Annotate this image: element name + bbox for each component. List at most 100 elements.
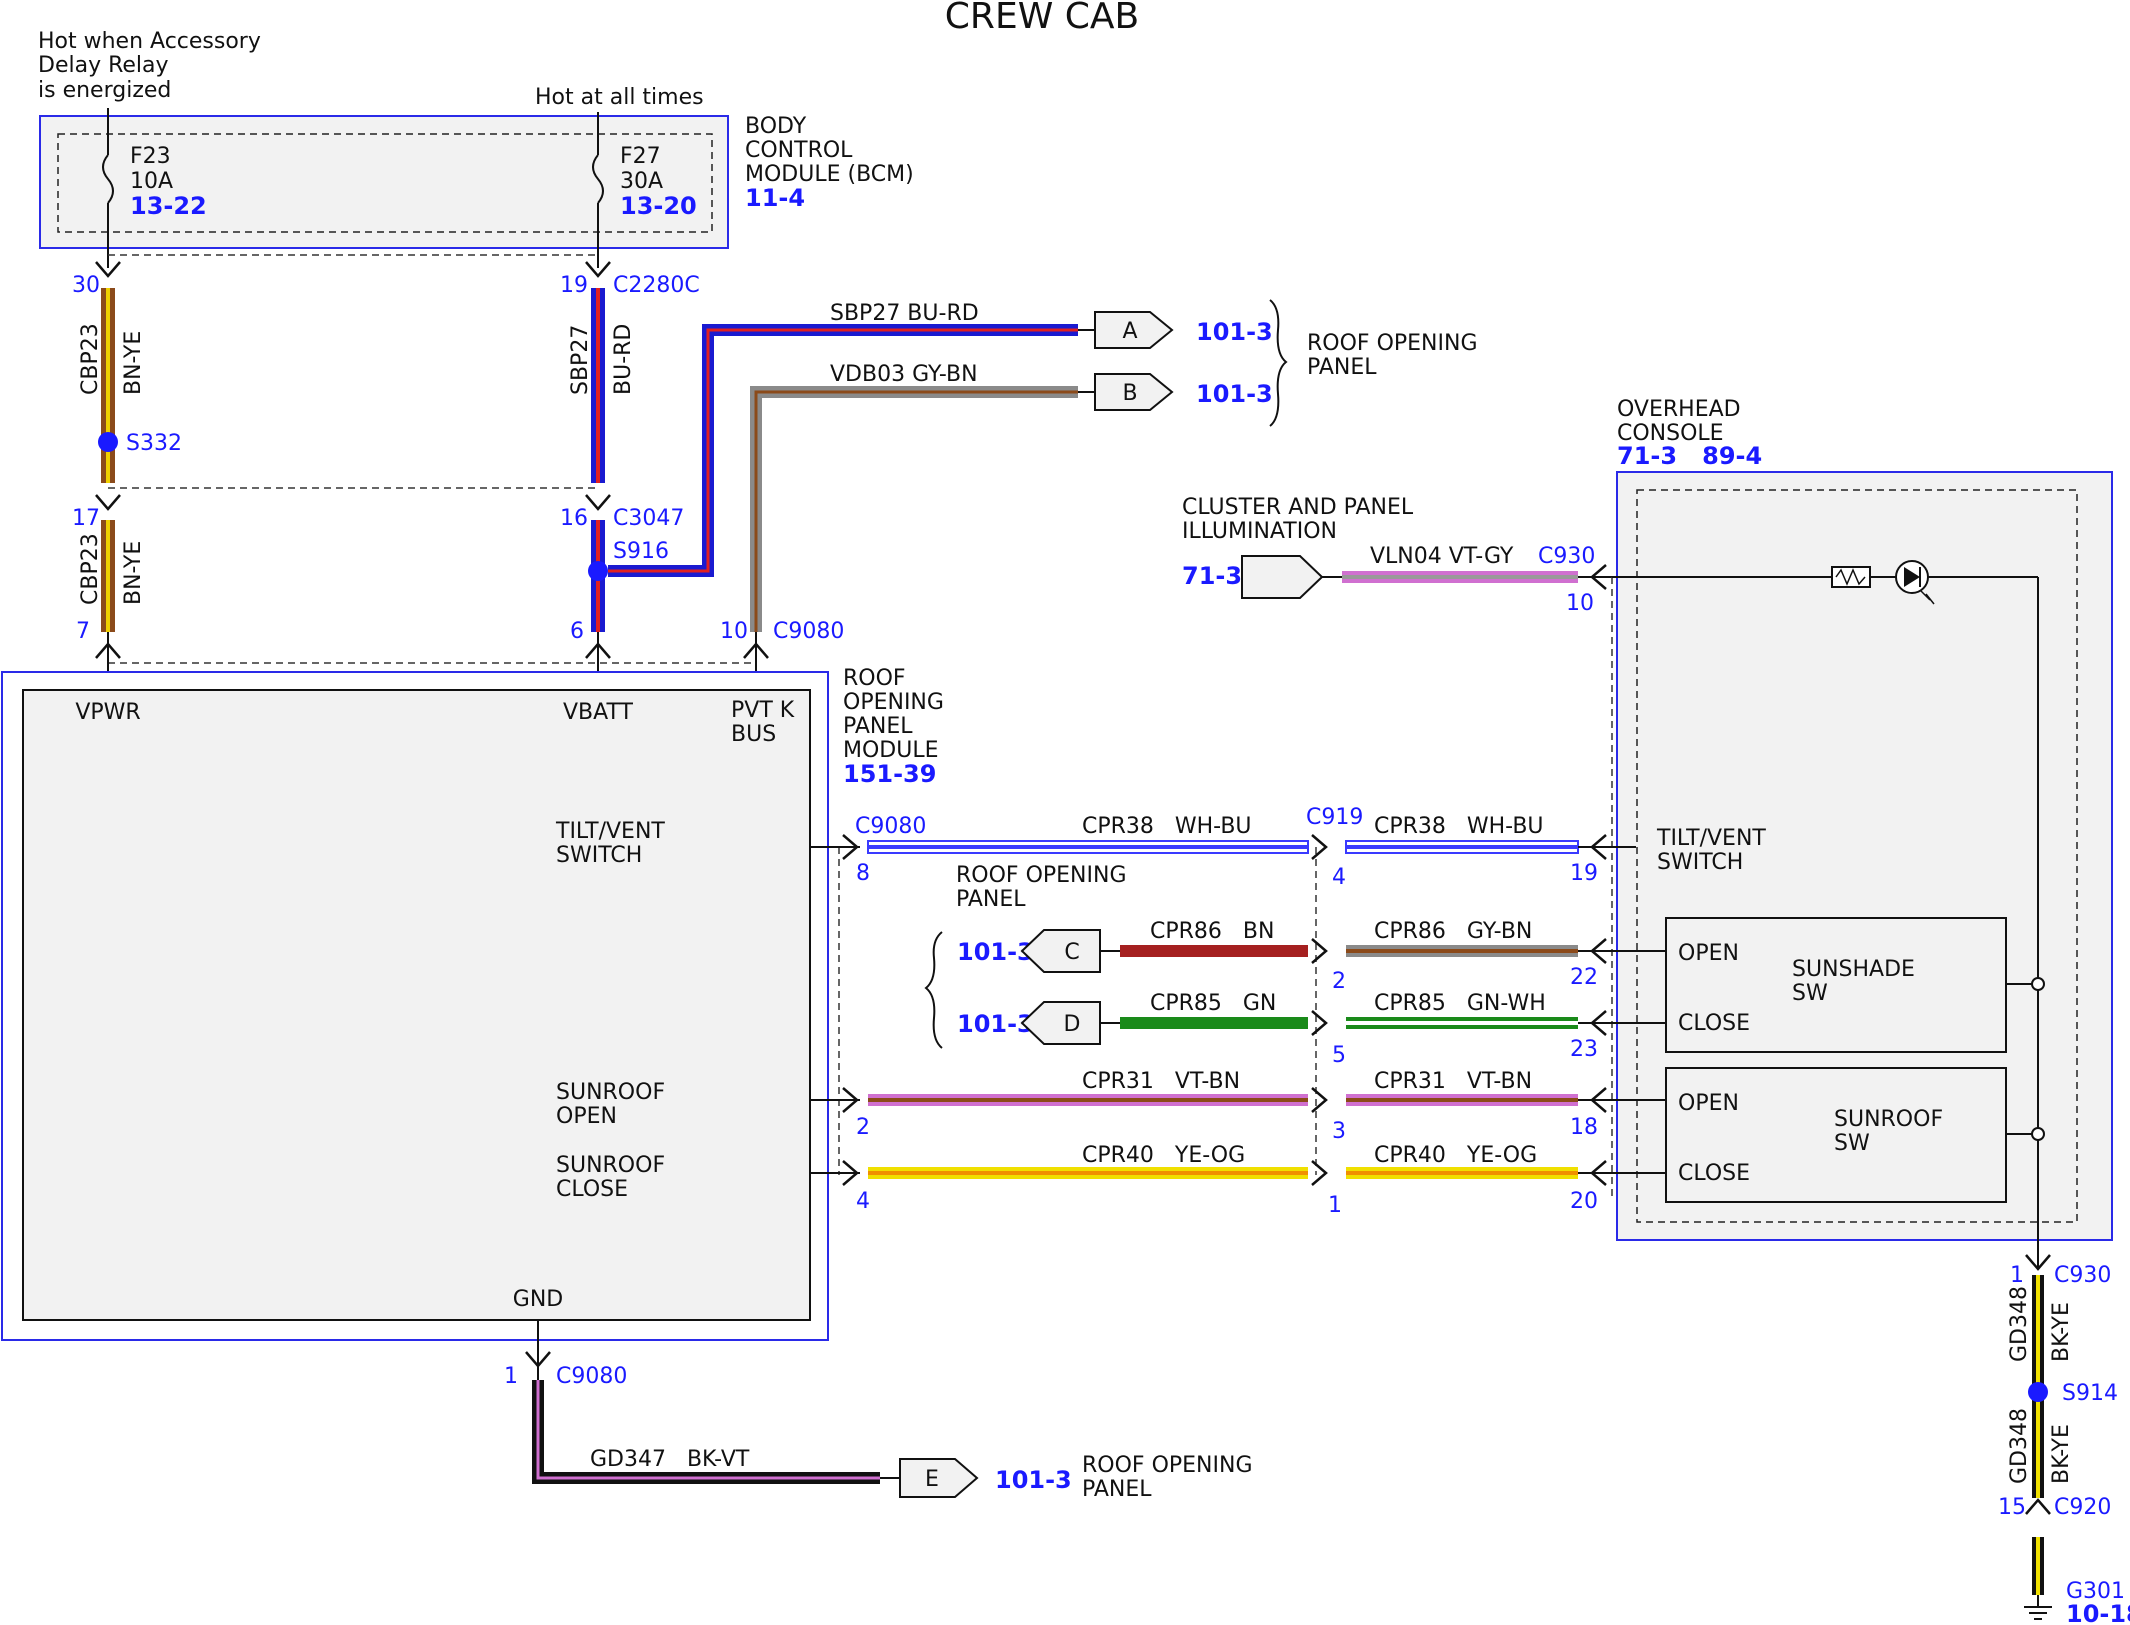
connector-c2280c[interactable]: C2280C — [613, 273, 700, 298]
wire-bn-ye-label-lower: BN-YE — [121, 541, 146, 605]
left-wire-group: 30 19 C2280C CBP23 BN-YE S332 SBP27 BU-R… — [72, 254, 1078, 690]
connector-arrow-icon — [842, 1087, 859, 1113]
ground-g301-ref[interactable]: 10-18 — [2066, 1600, 2130, 1625]
connector-arrow-icon — [2025, 1498, 2051, 1515]
pin-30: 30 — [72, 273, 100, 298]
sunshade-close: CLOSE — [1678, 1011, 1750, 1036]
connector-arrow-icon — [1311, 938, 1328, 964]
connector-arrow-icon — [1311, 834, 1328, 860]
pin-8: 8 — [856, 861, 870, 886]
wire-cpr86-right-label: CPR86 GY-BN — [1374, 919, 1532, 944]
connector-e[interactable] — [899, 1458, 979, 1498]
ground-dest-2: PANEL — [1082, 1477, 1152, 1502]
ground-g301[interactable]: G301 — [2066, 1579, 2125, 1604]
splice-s914[interactable] — [2028, 1382, 2048, 1402]
fuse-f27-ref[interactable]: 13-20 — [620, 192, 697, 220]
wire-cpr85-left[interactable] — [1120, 1017, 1308, 1029]
ropm-name-1: ROOF — [843, 666, 906, 691]
pin-4-c9080: 4 — [856, 1189, 870, 1214]
connector-arrow-icon — [585, 494, 611, 511]
connector-c930-bottom[interactable]: C930 — [2054, 1263, 2111, 1288]
connector-c930-top[interactable]: C930 — [1538, 544, 1595, 569]
page-title: CREW CAB — [945, 0, 1139, 37]
connector-arrow-icon — [842, 834, 859, 860]
ref-101-3-c[interactable]: 101-3 — [957, 938, 1034, 966]
pin-22-c930: 22 — [1570, 965, 1598, 990]
bcm-name-1: BODY — [745, 114, 807, 139]
connector-arrow-icon — [2025, 1254, 2051, 1271]
wire-cpr86-left[interactable] — [1120, 945, 1308, 957]
wire-cpr40-right-label: CPR40 YE-OG — [1374, 1143, 1537, 1168]
ref-101-3-d[interactable]: 101-3 — [957, 1010, 1034, 1038]
connector-c9080-mid[interactable]: C9080 — [855, 814, 926, 839]
wire-vdb03[interactable] — [750, 386, 1078, 632]
mid-rop-2: PANEL — [956, 887, 1026, 912]
cluster-connector[interactable] — [1241, 555, 1324, 599]
pin-15-c920: 15 — [1998, 1495, 2026, 1520]
ropm-group: ROOF OPENING PANEL MODULE 151-39 VPWR VB… — [1, 666, 944, 1341]
splice-s332[interactable] — [98, 432, 118, 452]
fuse-f27-rating: 30A — [620, 169, 663, 194]
bcm-ref[interactable]: 11-4 — [745, 184, 805, 212]
connector-arrow-icon — [1311, 1087, 1328, 1113]
ref-101-3-a[interactable]: 101-3 — [1196, 318, 1273, 346]
connector-c920[interactable]: C920 — [2054, 1495, 2111, 1520]
fuse-f27-id: F27 — [620, 144, 661, 169]
hot-acc-label-1: Hot when Accessory — [38, 29, 261, 54]
wire-cpr85-right-label: CPR85 GN-WH — [1374, 991, 1546, 1016]
ropm-pvtk-2: BUS — [731, 722, 776, 747]
hot-acc-label-2: Delay Relay — [38, 53, 169, 78]
connector-arrow-icon — [842, 1160, 859, 1186]
wire-cpr40-left-label: CPR40 YE-OG — [1082, 1143, 1245, 1168]
sunshade-open: OPEN — [1678, 941, 1739, 966]
bcm-name-3: MODULE (BCM) — [745, 162, 914, 187]
overhead-refs[interactable]: 71-3 89-4 — [1617, 442, 1762, 470]
cluster-label-2: ILLUMINATION — [1182, 519, 1337, 544]
ref-101-3-e[interactable]: 101-3 — [995, 1466, 1072, 1494]
ropm-vbatt: VBATT — [563, 700, 634, 725]
pin-1-c930: 1 — [2010, 1263, 2024, 1288]
fuse-icon — [102, 154, 114, 204]
wire-cpr31-right-label: CPR31 VT-BN — [1374, 1069, 1532, 1094]
connector-arrow-icon — [95, 261, 121, 278]
pin-2-c9080: 2 — [856, 1115, 870, 1140]
wire-cpr31-left-label: CPR31 VT-BN — [1082, 1069, 1240, 1094]
pin-19: 19 — [560, 273, 588, 298]
pin-20-c930: 20 — [1570, 1189, 1598, 1214]
fuse-f23-rating: 10A — [130, 169, 173, 194]
pin-2-c919: 2 — [1332, 969, 1346, 994]
pin-19-c930: 19 — [1570, 861, 1598, 886]
ropm-vpwr: VPWR — [75, 700, 140, 725]
overhead-tilt-1: TILT/VENT — [1656, 826, 1766, 851]
connector-c919[interactable]: C919 — [1306, 805, 1363, 830]
connector-e-label: E — [925, 1467, 939, 1492]
bcm-group: Hot when Accessory Delay Relay is energi… — [38, 29, 914, 268]
right-ground-group: 1 C930 GD348 BK-YE S914 GD348 BK-YE 15 C… — [1998, 1254, 2130, 1625]
cluster-ref[interactable]: 71-3 — [1182, 562, 1242, 590]
splice-s916[interactable] — [588, 561, 608, 581]
wire-cbp23-label: CBP23 — [78, 323, 103, 395]
sunshade-name-2: SW — [1792, 981, 1828, 1006]
connector-a[interactable] — [1094, 311, 1174, 349]
connector-c9080-gnd[interactable]: C9080 — [556, 1364, 627, 1389]
wire-bk-ye-label-lower: BK-YE — [2049, 1424, 2074, 1484]
ref-101-3-b[interactable]: 101-3 — [1196, 380, 1273, 408]
connector-c9080-top[interactable]: C9080 — [773, 619, 844, 644]
splice-s914-label: S914 — [2062, 1381, 2118, 1406]
wire-cpr38-right-label: CPR38 WH-BU — [1374, 814, 1544, 839]
pin-3-c919: 3 — [1332, 1119, 1346, 1144]
ropm-tilt-1: TILT/VENT — [555, 819, 665, 844]
cluster-label-1: CLUSTER AND PANEL — [1182, 495, 1414, 520]
connector-c3047[interactable]: C3047 — [613, 506, 684, 531]
fuse-icon — [592, 154, 604, 204]
fuse-f23-ref[interactable]: 13-22 — [130, 192, 207, 220]
sunshade-name-1: SUNSHADE — [1792, 957, 1915, 982]
ropm-ref[interactable]: 151-39 — [843, 760, 936, 788]
wire-gd348-label: GD348 — [2007, 1286, 2032, 1362]
splice-s916-label: S916 — [613, 539, 669, 564]
overhead-group: OVERHEAD CONSOLE 71-3 89-4 TILT/VENT SWI… — [1611, 397, 2113, 1268]
pin-4-c919: 4 — [1332, 865, 1346, 890]
ropm-srclose-2: CLOSE — [556, 1177, 628, 1202]
connector-b[interactable] — [1094, 373, 1174, 411]
sunroof-close: CLOSE — [1678, 1161, 1750, 1186]
